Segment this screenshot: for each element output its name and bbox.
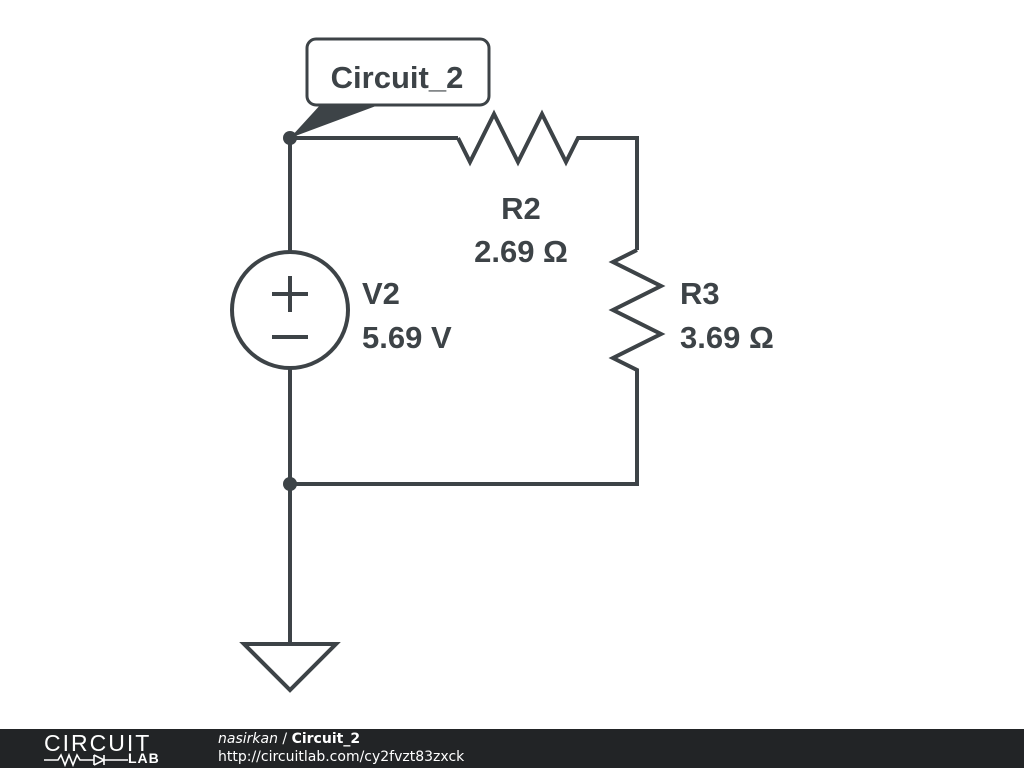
schematic-canvas: Circuit_2 R2 2.69 Ω V2 5.69 V R3 3.69 Ω — [230, 37, 774, 693]
credit-separator: / — [277, 731, 292, 747]
footer-bar: CIRCUIT LAB nasirkan / Circuit_2 http://… — [0, 729, 1024, 768]
logo-lab-text: LAB — [128, 750, 160, 766]
v2-ref-label: V2 — [362, 276, 400, 311]
author-name[interactable]: nasirkan — [218, 731, 278, 747]
ground-icon — [239, 642, 341, 693]
resistor-r2 — [456, 109, 586, 167]
circuitlab-logo[interactable]: CIRCUIT LAB — [44, 731, 184, 767]
tag-pointer — [290, 103, 384, 138]
r2-ref-label: R2 — [501, 191, 541, 226]
junction-bottom — [283, 477, 297, 491]
r3-value-label: 3.69 Ω — [680, 320, 774, 355]
resistor-r3 — [608, 248, 666, 376]
circuit-title-tag: Circuit_2 — [331, 60, 464, 95]
circuit-url-link[interactable]: http://circuitlab.com/cy2fvzt83zxck — [218, 749, 465, 765]
r2-value-label: 2.69 Ω — [474, 234, 568, 269]
wire-bottom-right — [290, 376, 639, 486]
footer-credit: nasirkan / Circuit_2 — [218, 731, 360, 748]
plus-sign-icon — [272, 276, 308, 312]
logo-resistor-diode-icon — [44, 753, 128, 767]
circuit-name[interactable]: Circuit_2 — [291, 731, 361, 747]
r3-ref-label: R3 — [680, 276, 720, 311]
v2-value-label: 5.69 V — [362, 320, 452, 355]
wire-top-right — [586, 136, 639, 250]
tag-box — [305, 37, 491, 107]
logo-circuit-text: CIRCUIT — [44, 730, 152, 756]
